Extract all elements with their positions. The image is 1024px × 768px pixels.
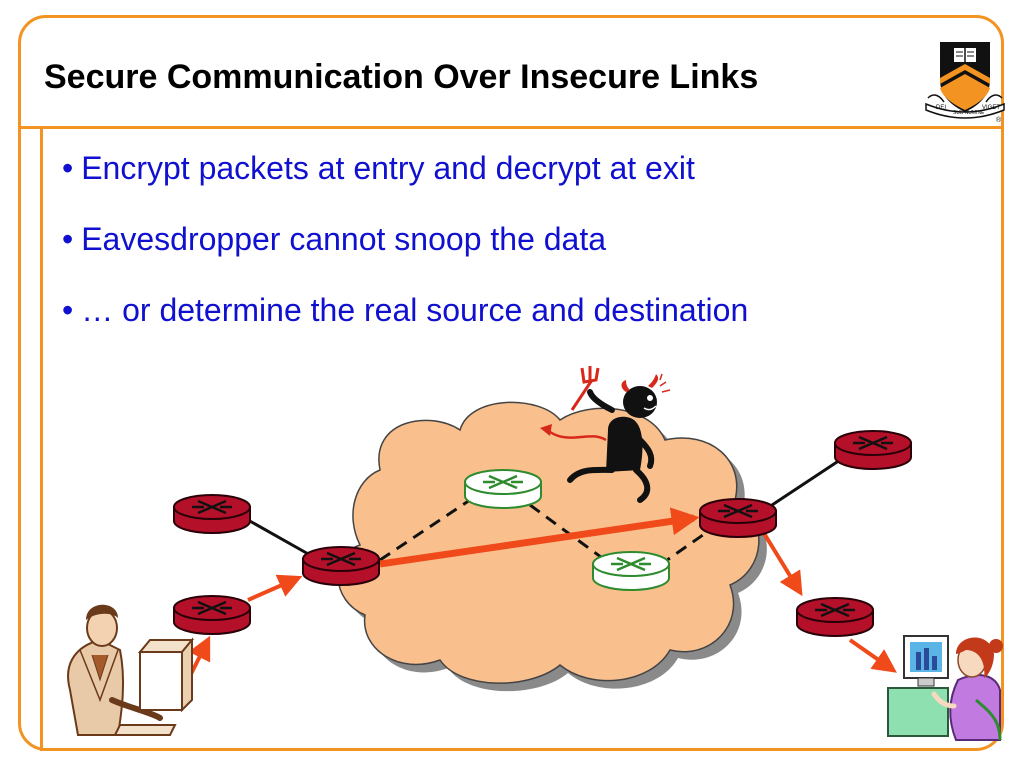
right-top-router	[834, 430, 912, 470]
arrow-edge-to-router	[760, 528, 803, 597]
cloud-bottom-router	[592, 551, 670, 591]
man-at-computer-icon	[67, 604, 195, 736]
left-top-router	[173, 494, 251, 534]
tunnel-link-2	[529, 503, 606, 562]
arrow-router-to-user	[848, 638, 897, 673]
logo-motto-mid: SUB NUMINE	[953, 110, 985, 116]
devil-eavesdropper-icon	[540, 366, 671, 503]
logo-motto-left: DEI	[936, 105, 946, 111]
left-edge-router	[302, 546, 380, 586]
right-edge-router	[699, 498, 777, 538]
bullet-item-1: •Encrypt packets at entry and decrypt at…	[62, 146, 748, 217]
link-right-top	[771, 458, 841, 507]
bullet-item-2: •Eavesdropper cannot snoop the data	[62, 217, 748, 288]
logo-registered-mark: ®	[996, 116, 1002, 124]
router-cross-icon	[718, 503, 758, 519]
arrow-encrypted-tunnel	[379, 507, 700, 568]
right-bottom-router	[796, 597, 874, 637]
arrow-router-to-edge	[247, 574, 303, 602]
link-left-top	[247, 518, 311, 557]
bullet-text-1: Encrypt packets at entry and decrypt at …	[81, 150, 695, 186]
tunnel-link-1	[379, 498, 471, 562]
shield-icon	[925, 42, 1005, 119]
bullet-marker: •	[62, 292, 74, 328]
router-cross-icon	[611, 556, 651, 572]
router-cross-icon	[192, 499, 232, 515]
bullet-text-2: Eavesdropper cannot snoop the data	[81, 221, 607, 257]
router-cross-icon	[483, 474, 523, 490]
princeton-shield-logo: DEI SUB NUMINE VIGET ®	[925, 42, 1005, 124]
bullet-marker: •	[62, 221, 74, 257]
router-cross-icon	[853, 435, 893, 451]
title-divider	[18, 126, 1004, 129]
bullet-text-3: … or determine the real source and desti…	[81, 292, 749, 328]
slide-title: Secure Communication Over Insecure Links	[44, 58, 759, 96]
router-cross-icon	[815, 602, 855, 618]
side-divider	[40, 126, 43, 751]
router-cross-icon	[321, 551, 361, 567]
logo-motto-right: VIGET	[982, 105, 1000, 111]
tunnel-link-3	[659, 528, 711, 567]
cloud-top-router	[464, 469, 542, 509]
left-bottom-router	[173, 595, 251, 635]
bullet-list: •Encrypt packets at entry and decrypt at…	[62, 146, 748, 359]
woman-at-computer-icon	[887, 635, 1003, 741]
bullet-item-3: •… or determine the real source and dest…	[62, 288, 748, 359]
bullet-marker: •	[62, 150, 74, 186]
network-links	[247, 458, 841, 567]
slide-frame	[18, 15, 1004, 751]
router-cross-icon	[192, 600, 232, 616]
